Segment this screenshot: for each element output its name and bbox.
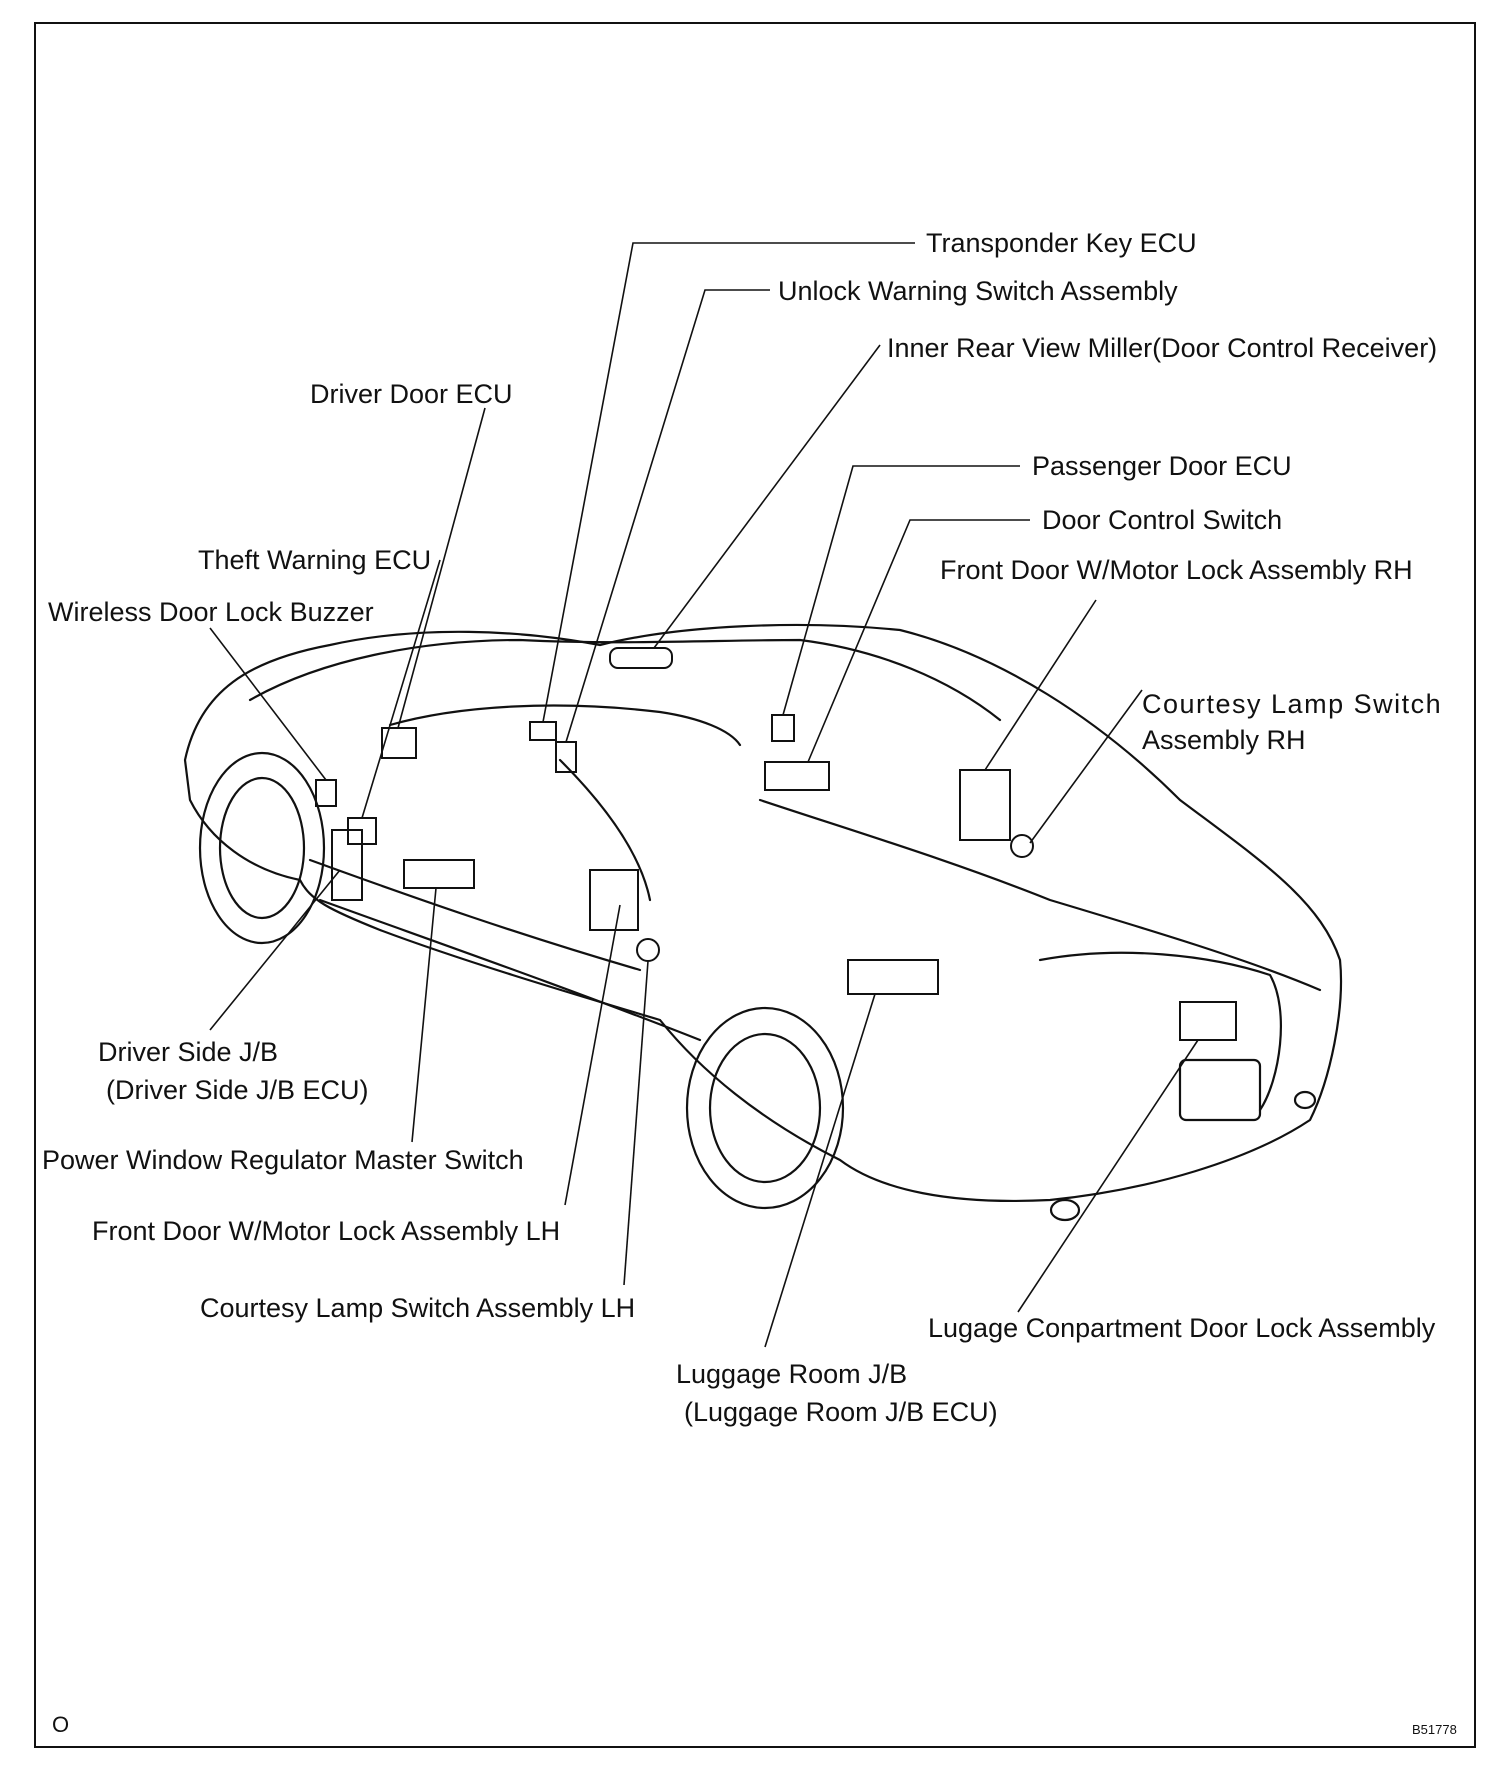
- lock-rh-shape: [959, 769, 1011, 841]
- label-luggage-door-lock: Lugage Conpartment Door Lock Assembly: [928, 1313, 1436, 1343]
- leader-unlock: [565, 289, 770, 743]
- master-switch-shape: [403, 859, 475, 889]
- label-driver-side-jb-line2: (Driver Side J/B ECU): [106, 1075, 369, 1105]
- luggage-jb-shape: [847, 959, 939, 995]
- door-control-switch-shape: [764, 761, 830, 791]
- rear-deck-line: [758, 798, 1322, 992]
- transponder-ecu-shape: [529, 721, 557, 741]
- center-console: [558, 758, 652, 902]
- door-line: [308, 858, 642, 972]
- leader-door-switch: [807, 519, 1030, 763]
- windshield-line: [248, 638, 1002, 722]
- front-wheel-inner: [218, 776, 306, 920]
- leader-buzzer: [209, 627, 327, 781]
- label-courtesy-lamp-rh-line2: Assembly RH: [1142, 725, 1306, 755]
- leader-luggage-lock: [1017, 1039, 1199, 1313]
- leader-courtesy-lh: [623, 960, 649, 1286]
- driver-door-ecu-shape: [381, 727, 417, 759]
- label-power-window-master-switch: Power Window Regulator Master Switch: [42, 1145, 524, 1175]
- license-plate: [1178, 1058, 1262, 1122]
- driver-jb-shape: [331, 829, 363, 901]
- label-passenger-door-ecu: Passenger Door ECU: [1032, 451, 1292, 481]
- leader-luggage-jb: [764, 993, 876, 1348]
- leader-driver-jb: [209, 869, 341, 1031]
- label-unlock-warning-switch: Unlock Warning Switch Assembly: [778, 276, 1178, 306]
- label-inner-rear-view-mirror: Inner Rear View Miller(Door Control Rece…: [887, 333, 1438, 363]
- label-front-door-lock-rh: Front Door W/Motor Lock Assembly RH: [940, 555, 1413, 585]
- courtesy-rh-shape: [1010, 834, 1034, 858]
- leader-passenger-ecu: [782, 465, 1020, 716]
- buzzer-shape: [315, 779, 337, 807]
- label-wireless-door-lock-buzzer: Wireless Door Lock Buzzer: [48, 597, 374, 627]
- figure-code: B51778: [1412, 1722, 1457, 1737]
- leader-transponder: [542, 242, 915, 723]
- label-driver-side-jb-line1: Driver Side J/B: [98, 1037, 279, 1067]
- leader-master: [411, 887, 437, 1143]
- dashboard: [388, 704, 742, 747]
- label-courtesy-lamp-rh-line1: Courtesy Lamp Switch: [1142, 689, 1443, 719]
- label-luggage-room-jb-line2: (Luggage Room J/B ECU): [684, 1397, 998, 1427]
- rear-wheel-inner: [708, 1032, 822, 1184]
- leader-driver-door: [397, 407, 486, 729]
- front-wheel: [198, 751, 326, 945]
- label-front-door-lock-lh: Front Door W/Motor Lock Assembly LH: [92, 1216, 561, 1246]
- corner-mark: O: [52, 1712, 70, 1737]
- trunk-lock-shape: [1179, 1001, 1237, 1041]
- leader-theft: [361, 559, 441, 819]
- car-body-outline: [183, 623, 1343, 1203]
- passenger-ecu-shape: [771, 714, 795, 742]
- rear-wheel: [685, 1006, 845, 1210]
- leader-lock-lh: [564, 904, 621, 1206]
- trunk-lid: [1038, 951, 1283, 1112]
- exhaust-pipe: [1049, 1198, 1081, 1222]
- lock-lh-shape: [589, 869, 639, 931]
- inner-mirror-shape: [609, 647, 673, 669]
- exhaust-pipe-2: [1293, 1090, 1317, 1110]
- label-luggage-room-jb-line1: Luggage Room J/B: [676, 1359, 908, 1389]
- label-driver-door-ecu: Driver Door ECU: [310, 379, 513, 409]
- leader-lock-rh: [984, 599, 1097, 771]
- courtesy-lh-shape: [636, 938, 660, 962]
- label-theft-warning-ecu: Theft Warning ECU: [198, 545, 432, 575]
- diagram-frame: [34, 22, 1476, 1748]
- leader-courtesy-rh: [1029, 689, 1143, 844]
- leader-mirror: [653, 344, 881, 649]
- label-door-control-switch: Door Control Switch: [1042, 505, 1283, 535]
- label-transponder-key-ecu: Transponder Key ECU: [926, 228, 1197, 258]
- label-courtesy-lamp-lh: Courtesy Lamp Switch Assembly LH: [200, 1293, 636, 1323]
